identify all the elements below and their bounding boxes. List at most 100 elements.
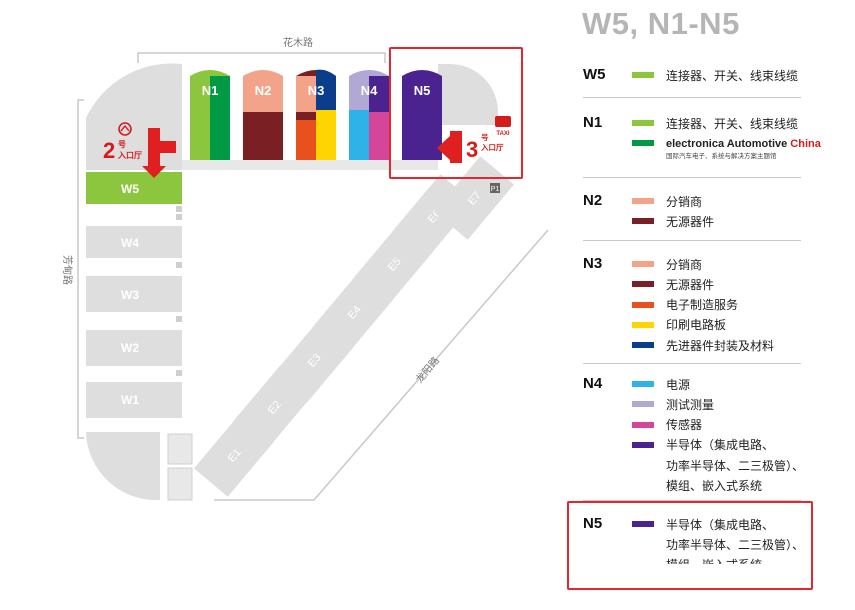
legend-item-label: 连接器、开关、线束线缆: [666, 68, 799, 83]
legend-swatch: [632, 401, 654, 408]
legend-item-sublabel: 国际汽车电子、系统与解决方案主题馆: [666, 153, 777, 161]
legend-separator: [583, 240, 801, 241]
legend-swatch: [632, 441, 654, 448]
legend-hall-name: N2: [583, 192, 603, 209]
legend-swatch: [632, 541, 654, 547]
legend-item-label: 模组、嵌入式系统: [666, 558, 763, 573]
legend-swatch: [632, 120, 654, 126]
road-label-east: 龙阳路: [413, 354, 442, 385]
hall-n2[interactable]: N2: [243, 70, 283, 160]
north-corridor: [182, 160, 438, 170]
svg-text:号: 号: [481, 133, 489, 142]
road-label-west: 芳甸路: [61, 255, 74, 285]
legend-item: 先进器件封装及材料: [632, 336, 774, 354]
entrance-2-number: 2: [103, 138, 115, 163]
legend-hall-name: W5: [583, 66, 606, 83]
legend-item-label: 功率半导体、二三极管）、: [666, 537, 805, 552]
svg-text:TAXI: TAXI: [496, 131, 510, 137]
legend-item-label: 传感器: [666, 418, 703, 433]
hall-w5[interactable]: W5: [86, 172, 182, 204]
legend-item-label: 模组、嵌入式系统: [666, 479, 763, 493]
legend-item: 功率半导体、二三极管）、: [632, 535, 804, 553]
page-title: W5, N1-N5: [582, 6, 740, 41]
legend-item: 测试测量: [632, 395, 714, 413]
hall-label-w1: W1: [121, 393, 139, 407]
legend-item-label: 分销商: [666, 194, 703, 209]
svg-text:号: 号: [118, 140, 126, 149]
entrance-2-arrow: [148, 128, 176, 160]
legend-separator: [583, 97, 801, 98]
parking-label: P1: [491, 186, 500, 193]
road-line-east: [214, 229, 549, 501]
legend-item-label: 电子制造服务: [666, 298, 739, 313]
legend-swatch: [632, 483, 654, 489]
hall-label-n4: N4: [361, 83, 378, 98]
legend-item: electronica Automotive China: [632, 134, 821, 152]
legend-swatch: [632, 462, 654, 468]
hall-w1[interactable]: W1: [86, 382, 182, 418]
floor-plan-map: 花木路 芳甸路 龙阳路 N1 N2 N3 N4 N5: [61, 36, 549, 501]
legend-swatch: [632, 198, 654, 204]
entrance-3[interactable]: 3 号 入口厅 TAXI: [437, 116, 511, 163]
legend-swatch: [632, 218, 654, 225]
legend-item: 分销商: [632, 192, 702, 210]
legend-item: 分销商: [632, 255, 702, 273]
legend-swatch: [632, 321, 654, 328]
entrance-2-label: 入口厅: [117, 151, 142, 160]
hall-n4[interactable]: N4: [349, 70, 389, 160]
road-line-west: [77, 99, 84, 439]
legend-item-label: 分销商: [666, 257, 703, 272]
hall-label-w4: W4: [121, 236, 139, 250]
legend-item-label: 测试测量: [666, 397, 715, 412]
road-label-north: 花木路: [283, 36, 313, 49]
ne-corner-building: [438, 64, 498, 125]
legend-swatch: [632, 381, 654, 387]
entrance-3-arrow: [437, 131, 462, 163]
hall-n5[interactable]: N5: [402, 70, 442, 160]
legend-swatch: [632, 140, 654, 147]
legend-item-label: 连接器、开关、线束线缆: [666, 116, 799, 131]
eac-name-china: China: [790, 138, 821, 151]
legend-swatch: [632, 281, 654, 288]
legend-item: 模组、嵌入式系统: [632, 477, 762, 495]
legend-item: 传感器: [632, 416, 702, 434]
legend-item-label: 半导体（集成电路、: [666, 438, 775, 453]
legend-separator: [583, 177, 801, 178]
legend-item: 无源器件: [632, 212, 714, 230]
legend-swatch: [632, 562, 654, 568]
hall-label-n3: N3: [308, 83, 325, 98]
legend-swatch: [632, 72, 654, 78]
legend-item-label: 无源器件: [666, 277, 715, 292]
hall-w4[interactable]: W4: [86, 226, 182, 258]
hall-label-n2: N2: [255, 83, 272, 98]
taxi-icon: [495, 116, 511, 127]
legend-item: 无源器件: [632, 275, 714, 293]
legend-swatch: [632, 261, 654, 267]
hall-w2[interactable]: W2: [86, 330, 182, 366]
legend-item: 半导体（集成电路、: [632, 515, 774, 533]
legend-item-label: electronica Automotive China: [666, 136, 821, 150]
legend-item-label: 无源器件: [666, 214, 715, 229]
hall-label-w3: W3: [121, 288, 139, 302]
hall-w3[interactable]: W3: [86, 276, 182, 312]
legend-item-label: 先进器件封装及材料: [666, 338, 775, 353]
legend-item-label: 电源: [666, 377, 691, 392]
legend-swatch: [632, 421, 654, 428]
metro-icon: [118, 122, 132, 136]
hall-n1[interactable]: N1: [190, 70, 230, 160]
hall-label-w2: W2: [121, 341, 139, 355]
legend-swatch: [632, 342, 654, 349]
legend-item: 电源: [632, 375, 690, 393]
hall-label-w5: W5: [121, 182, 139, 196]
legend-item: 功率半导体、二三极管）、: [632, 456, 804, 474]
highlight-n5-hall: [389, 47, 523, 179]
entrance-3-number: 3: [466, 137, 478, 162]
legend-item: 电子制造服务: [632, 296, 738, 314]
hall-n3[interactable]: N3: [296, 69, 336, 160]
legend-swatch: [632, 301, 654, 308]
highlight-n5-legend: [567, 501, 813, 590]
entrance-2[interactable]: 2 号 入口厅: [103, 122, 176, 178]
sw-corner-building: [86, 432, 160, 501]
legend-item: 半导体（集成电路、: [632, 436, 774, 454]
legend-hall-name: N5: [583, 515, 603, 532]
